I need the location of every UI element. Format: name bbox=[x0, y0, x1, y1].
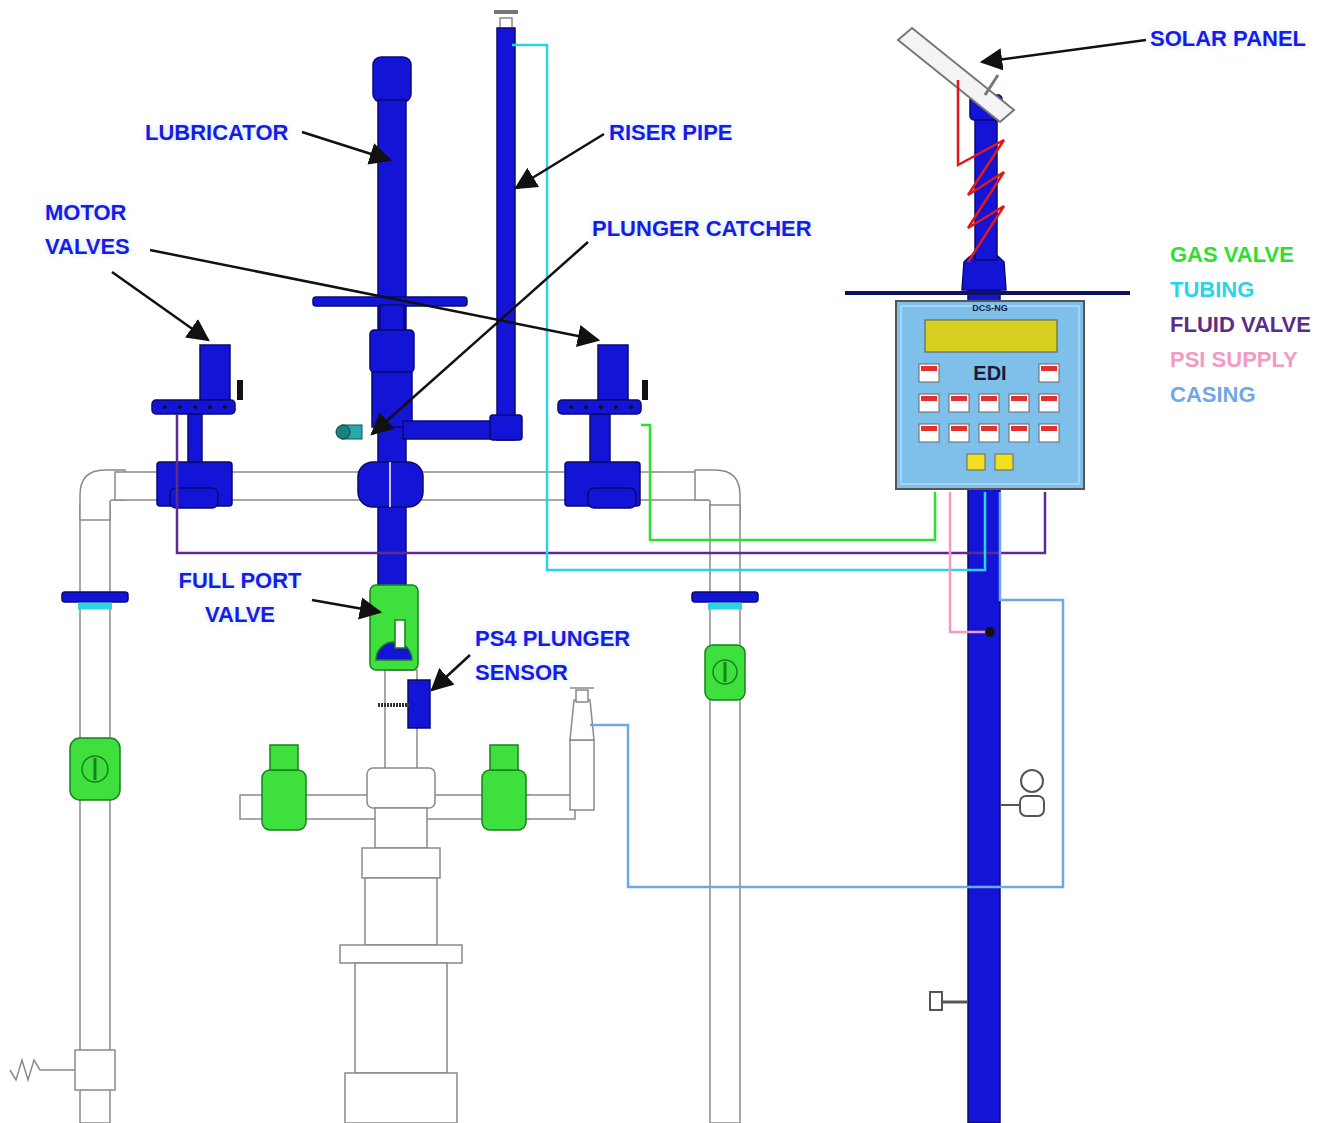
part-label: RISER PIPE bbox=[609, 116, 732, 150]
part-label: MOTOR VALVES bbox=[45, 196, 157, 264]
legend-entry: GAS VALVE bbox=[1170, 240, 1294, 270]
legend-text: CASING bbox=[1170, 382, 1256, 407]
legend-text: PSI SUPPLY bbox=[1170, 347, 1298, 372]
legend-text: FLUID VALVE bbox=[1170, 312, 1311, 337]
panel-model: DCS-NG bbox=[897, 304, 1083, 314]
legend-text: TUBING bbox=[1170, 277, 1254, 302]
panel-logo: EDI bbox=[959, 362, 1021, 384]
legend-entry: FLUID VALVE bbox=[1170, 310, 1311, 340]
part-label: LUBRICATOR bbox=[145, 116, 288, 150]
part-label: SOLAR PANEL bbox=[1150, 22, 1306, 56]
part-label: PS4 PLUNGER SENSOR bbox=[475, 622, 675, 690]
part-label: PLUNGER CATCHER bbox=[592, 212, 812, 246]
controller-panel: DCS-NG EDI bbox=[895, 300, 1085, 490]
legend-entry: CASING bbox=[1170, 380, 1256, 410]
legend-text: GAS VALVE bbox=[1170, 242, 1294, 267]
legend-entry: PSI SUPPLY bbox=[1170, 345, 1298, 375]
panel-face bbox=[897, 302, 1083, 488]
legend-entry: TUBING bbox=[1170, 275, 1254, 305]
part-label: FULL PORT VALVE bbox=[170, 564, 310, 632]
